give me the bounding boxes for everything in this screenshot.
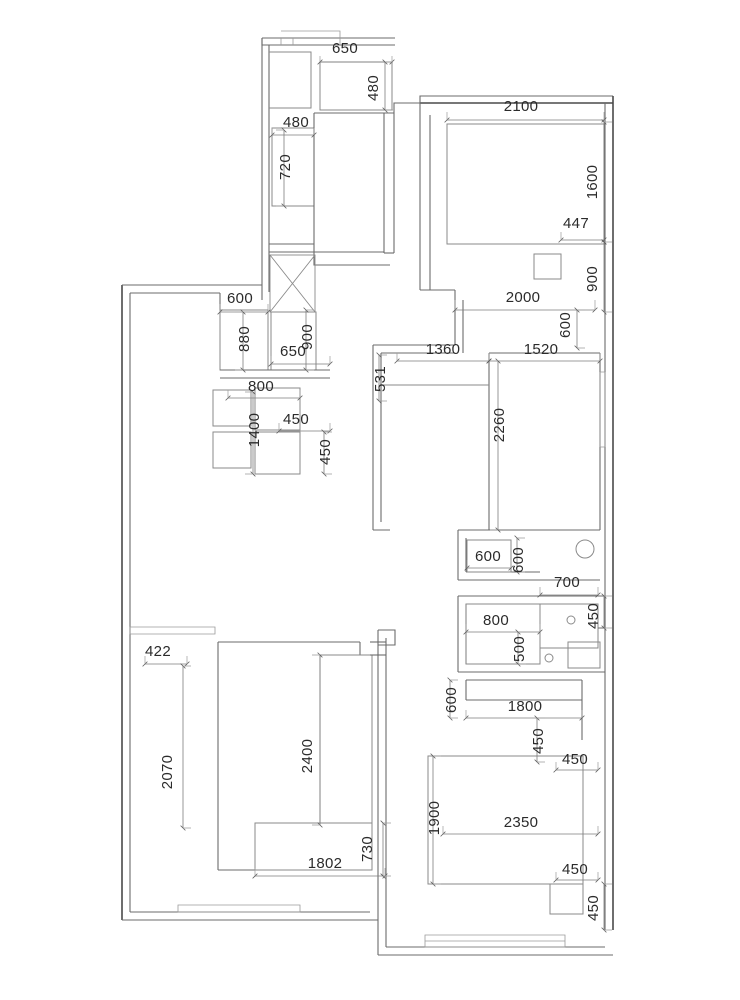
dim-h-text: 650 480 2100 447 2000 600 650 800 450 13… [145, 40, 589, 878]
dim-1600: 1600 [584, 165, 601, 200]
dim-600-bath-a: 600 [475, 548, 501, 565]
dim-v-lines [180, 59, 612, 933]
dim-2000: 2000 [506, 289, 541, 306]
dim-600-kitchen: 600 [227, 290, 253, 307]
wall-bedroom-top-outer [419, 95, 613, 103]
dim-720: 720 [277, 154, 294, 180]
dim-500: 500 [511, 636, 528, 662]
dim-730: 730 [359, 836, 376, 862]
window-balcony-top [280, 38, 294, 45]
dim-600-vert-r: 600 [557, 312, 574, 338]
dim-600-bath-v: 600 [510, 547, 527, 573]
appliance-washer [319, 61, 393, 111]
dimensions-group: 650 480 2100 447 2000 600 650 800 450 13… [142, 40, 612, 933]
dim-1802: 1802 [308, 855, 343, 872]
dim-1800: 1800 [508, 698, 543, 715]
dim-1520: 1520 [524, 341, 559, 358]
walls-group [121, 30, 614, 956]
window-left-mid [129, 626, 216, 635]
dim-600-corr: 600 [443, 687, 460, 713]
dim-1900: 1900 [426, 801, 443, 836]
dim-800-kitchen: 800 [248, 378, 274, 395]
dim-450-kitchen: 450 [283, 411, 309, 428]
dim-480-upper: 480 [283, 114, 309, 131]
sofa-living [319, 654, 373, 824]
dim-2070: 2070 [159, 755, 176, 790]
vanity-cabinet [567, 641, 601, 669]
wall-corner-top-right-balcony [393, 102, 420, 113]
dim-2260: 2260 [491, 408, 508, 443]
wall-notch-bedroom2 [378, 629, 396, 646]
dim-1400: 1400 [246, 413, 263, 448]
bed-second [427, 755, 584, 885]
dim-v-text: 480 720 1600 900 600 880 900 1400 450 53… [159, 75, 602, 921]
dim-650-kitchen: 650 [280, 343, 306, 360]
shaft-void [269, 254, 316, 313]
wall-balcony-top-inner [261, 38, 395, 46]
dim-1360: 1360 [426, 341, 461, 358]
dim-880: 880 [236, 326, 253, 352]
floor-drain-2-icon [544, 653, 554, 663]
window-bottom-left [177, 904, 301, 913]
dim-800-bath: 800 [483, 612, 509, 629]
dim-2400: 2400 [299, 739, 316, 774]
dim-422: 422 [145, 643, 171, 660]
toilet-outlet-icon [566, 615, 576, 625]
dim-2100: 2100 [504, 98, 539, 115]
dim-450-kv: 450 [317, 439, 334, 465]
window-right-middle [599, 372, 606, 447]
dim-650-top: 650 [332, 40, 358, 57]
dim-900-kitchen: 900 [299, 324, 316, 350]
balcony-bottom-band [424, 934, 566, 948]
nightstand-second [549, 883, 584, 915]
dim-450-vert-b2: 450 [585, 895, 602, 921]
window-right-middle-caps [600, 371, 605, 448]
tv-unit-living [254, 822, 373, 871]
dim-531: 531 [372, 366, 389, 392]
dim-2350: 2350 [504, 814, 539, 831]
dim-700: 700 [554, 574, 580, 591]
shower-tray [466, 539, 512, 573]
wall-balcony-inner-right [313, 113, 390, 266]
dim-900-right: 900 [584, 266, 601, 292]
dim-480-right: 480 [365, 75, 382, 101]
dim-450-br-a: 450 [562, 751, 588, 768]
dim-450-bath-v: 450 [585, 603, 602, 629]
nightstand-master [533, 253, 562, 280]
closet-utility [269, 51, 312, 109]
dim-447: 447 [563, 215, 589, 232]
dim-450-br-b: 450 [562, 861, 588, 878]
dim-450-vert-br: 450 [530, 728, 547, 754]
wall-balcony-ledge [281, 30, 341, 45]
basin-round-icon [575, 539, 595, 559]
